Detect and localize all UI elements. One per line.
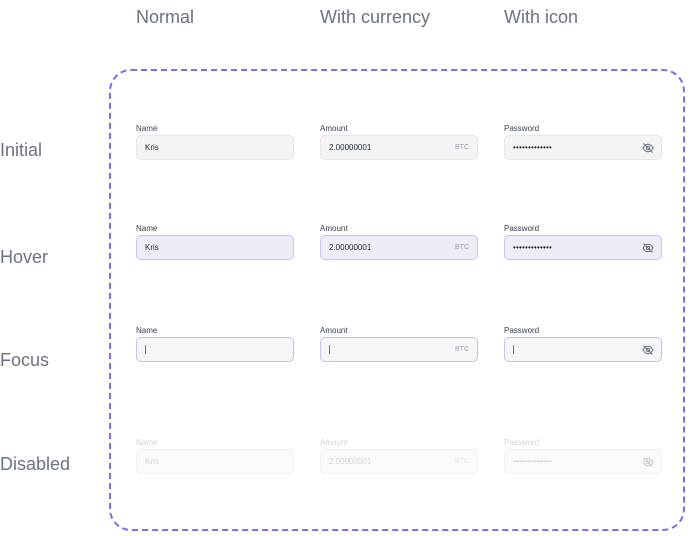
currency-suffix: BTC (455, 144, 469, 151)
name-field-focus: Name (136, 326, 294, 362)
currency-suffix: BTC (455, 346, 469, 353)
amount-field-disabled: Amount 2.00000001 BTC (320, 438, 478, 474)
name-input-value: Kris (145, 457, 159, 466)
amount-input[interactable]: BTC (320, 337, 478, 362)
name-input-value: Kris (145, 243, 159, 252)
amount-field-hover: Amount 2.00000001 BTC (320, 224, 478, 260)
amount-label: Amount (320, 438, 348, 447)
password-input[interactable]: ••••••••••••• (504, 235, 662, 260)
component-frame (109, 69, 685, 531)
name-field-initial: Name Kris (136, 124, 294, 160)
text-caret (145, 345, 146, 354)
row-header-disabled: Disabled (0, 454, 71, 474)
amount-input: 2.00000001 BTC (320, 449, 478, 474)
password-field-disabled: Password ••••••••••••• (504, 438, 662, 474)
password-label: Password (504, 224, 540, 233)
name-input: Kris (136, 449, 294, 474)
amount-label: Amount (320, 224, 348, 233)
currency-suffix: BTC (455, 458, 469, 465)
column-header-with-currency: With currency (320, 7, 431, 27)
amount-input-value: 2.00000001 (329, 457, 372, 466)
name-input[interactable]: Kris (136, 135, 294, 160)
password-label: Password (504, 438, 540, 447)
amount-input[interactable]: 2.00000001 BTC (320, 235, 478, 260)
eye-off-icon (642, 457, 654, 467)
column-header-with-icon: With icon (504, 7, 579, 27)
password-input: ••••••••••••• (504, 449, 662, 474)
password-field-hover: Password ••••••••••••• (504, 224, 662, 260)
amount-label: Amount (320, 326, 348, 335)
name-input-value: Kris (145, 143, 159, 152)
name-input[interactable]: Kris (136, 235, 294, 260)
password-label: Password (504, 124, 540, 133)
amount-field-initial: Amount 2.00000001 BTC (320, 124, 478, 160)
amount-input-value: 2.00000001 (329, 243, 372, 252)
amount-field-focus: Amount BTC (320, 326, 478, 362)
amount-input[interactable]: 2.00000001 BTC (320, 135, 478, 160)
eye-off-icon[interactable] (642, 242, 654, 254)
row-header-initial: Initial (0, 140, 43, 160)
name-label: Name (136, 124, 158, 133)
eye-off-icon[interactable] (642, 344, 654, 356)
text-caret (513, 345, 514, 354)
password-label: Password (504, 326, 540, 335)
currency-suffix: BTC (455, 244, 469, 251)
row-header-focus: Focus (0, 350, 50, 370)
name-label: Name (136, 438, 158, 447)
name-label: Name (136, 224, 158, 233)
password-input-value: ••••••••••••• (513, 243, 553, 252)
name-input[interactable] (136, 337, 294, 362)
password-field-initial: Password ••••••••••••• (504, 124, 662, 160)
name-label: Name (136, 326, 158, 335)
amount-input-value: 2.00000001 (329, 143, 372, 152)
password-input-value: ••••••••••••• (513, 457, 553, 466)
column-header-normal: Normal (136, 7, 195, 27)
password-field-focus: Password (504, 326, 662, 362)
name-field-hover: Name Kris (136, 224, 294, 260)
name-field-disabled: Name Kris (136, 438, 294, 474)
row-header-hover: Hover (0, 247, 49, 267)
password-input-value: ••••••••••••• (513, 143, 553, 152)
text-caret (329, 345, 330, 354)
amount-label: Amount (320, 124, 348, 133)
password-input[interactable]: ••••••••••••• (504, 135, 662, 160)
password-input[interactable] (504, 337, 662, 362)
eye-off-icon[interactable] (642, 142, 654, 154)
